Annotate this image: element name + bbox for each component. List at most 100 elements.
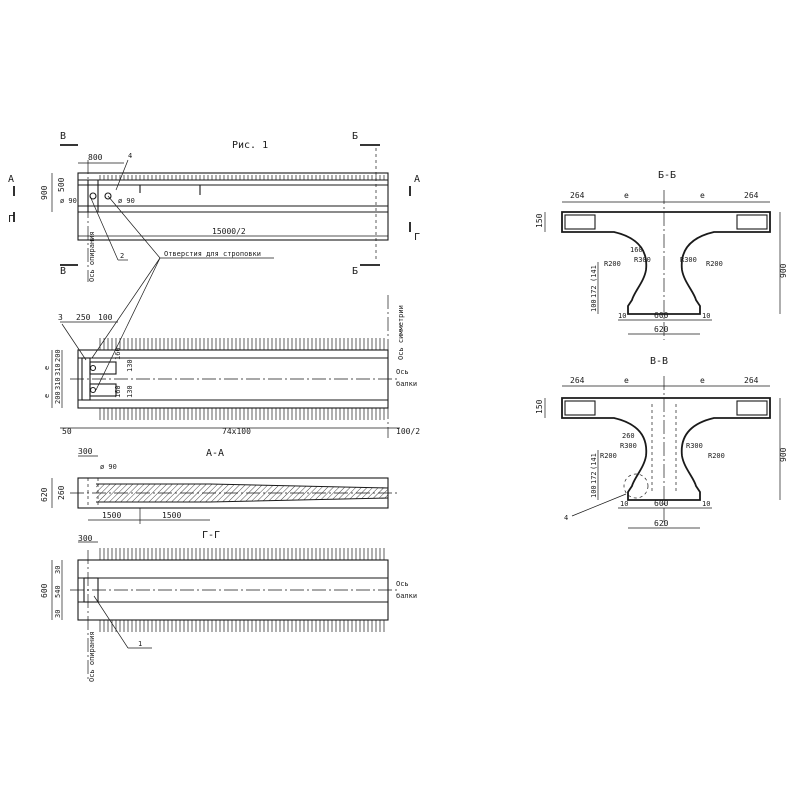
bb-dim-160: 160 [630, 246, 643, 254]
bb-dim-100: 100 [590, 299, 598, 312]
vv-dim-100: 100 [590, 485, 598, 498]
vv-flange-pad-right [736, 400, 768, 416]
vv-dim-600: 600 [654, 499, 669, 508]
callout-2: 2 [120, 252, 124, 260]
holes-leader-2 [91, 257, 161, 359]
section-label-v-bottom: В [60, 266, 66, 277]
vv-r200b: R200 [708, 452, 725, 460]
plan-dim-200b: 200 [54, 391, 62, 404]
bb-dim-e1: e [624, 191, 629, 200]
bb-r300b: R300 [680, 256, 697, 264]
plan-lift-pocket-1 [89, 361, 117, 375]
gg-dim-540: 540 [54, 585, 62, 598]
stirrup-ticks-elevation [99, 175, 385, 180]
section-vv: В-В 264 e e 264 150 260 R300 R300 R200 R… [535, 356, 788, 529]
aa-dim-300: 300 [78, 447, 93, 456]
plan-dim-160a: 160 [114, 347, 122, 360]
aa-dim-1500b: 1500 [162, 511, 181, 520]
gg-dim-300: 300 [78, 534, 93, 543]
bb-dim-10b: 10 [702, 312, 710, 320]
hole-diameter-1: ø 90 [60, 197, 77, 205]
vv-dim-264b: 264 [744, 376, 759, 385]
vv-dim-150: 150 [535, 399, 544, 414]
bb-dim-620: 620 [654, 325, 669, 334]
plan-hole-1 [89, 364, 97, 372]
plan-dim-50: 50 [62, 427, 72, 436]
aa-hatch-border [96, 483, 389, 503]
gg-dim-600: 600 [40, 583, 49, 598]
vv-dim-900: 900 [779, 447, 788, 462]
bb-dim-150: 150 [535, 213, 544, 228]
plan-dim-e2: e [43, 394, 51, 398]
plan-dim-160b: 160 [114, 385, 122, 398]
plan-dim-310a: 310 [54, 363, 62, 376]
dim-500: 500 [57, 177, 66, 192]
section-label-v-top: В [60, 131, 66, 142]
callout-1: 1 [138, 640, 142, 648]
vv-detail-circle [623, 473, 649, 499]
bb-dim-e2: e [700, 191, 705, 200]
symmetry-axis-label: Ось симметрии [397, 305, 405, 360]
section-label-b-top: Б [352, 131, 358, 142]
vv-dim-e1: e [624, 376, 629, 385]
section-gg-title: Г-Г [202, 530, 220, 541]
aa-hole-d: ø 90 [100, 463, 117, 471]
vv-dim-172: 172 [590, 471, 598, 484]
section-aa: А-А 300 ø 90 620 260 1500 1500 [40, 447, 400, 524]
plan-dim-310b: 310 [54, 377, 62, 390]
beam-axis-label-2: балки [396, 380, 417, 388]
plan-dim-e1: e [43, 366, 51, 370]
vv-r300b: R300 [686, 442, 703, 450]
section-label-a-left: А [8, 174, 14, 185]
plan-dim-100: 100 [98, 313, 113, 322]
vv-r200a: R200 [600, 452, 617, 460]
stirrup-ticks-plan-top [99, 338, 385, 350]
vv-dim-e2: e [700, 376, 705, 385]
bb-outline [561, 211, 771, 315]
vv-dim-620: 620 [654, 519, 669, 528]
plan-lift-pocket-2 [89, 383, 117, 397]
stirrup-ticks-plan-bottom [99, 408, 385, 420]
section-label-g-right: Г [414, 232, 420, 243]
section-vv-title: В-В [650, 356, 668, 367]
plan-dim-pitch: 74x100 [222, 427, 251, 436]
stirrup-ticks-gg-bottom [99, 620, 385, 632]
vv-outline [561, 397, 771, 501]
plan-dim-250: 250 [76, 313, 91, 322]
callout-1-leader [93, 595, 129, 649]
section-aa-title: А-А [206, 448, 224, 459]
callout-4-vv: 4 [564, 514, 568, 522]
vv-dim-264a: 264 [570, 376, 585, 385]
vv-dim-10a: 10 [620, 500, 628, 508]
dim-800: 800 [88, 153, 103, 162]
section-gg: Г-Г 300 Ось балки 600 30 540 30 Ось опир… [40, 530, 417, 682]
bb-dim-900: 900 [779, 263, 788, 278]
plan-view: Ось симметрии Ось балки 3 250 100 e e 20… [43, 295, 420, 438]
gg-beam-axis-1: Ось [396, 580, 409, 588]
elevation-view: Рис. 1 В Б В Б А А Г Г [8, 131, 420, 391]
bb-dim-264b: 264 [744, 191, 759, 200]
bb-r200b: R200 [706, 260, 723, 268]
vv-dim-10b: 10 [702, 500, 710, 508]
aa-dim-260: 260 [57, 485, 66, 500]
bb-dim-141: (141 [590, 265, 598, 282]
lifting-hole-2 [104, 192, 112, 200]
holes-leader-3 [95, 257, 161, 391]
gg-support-axis-label: Ось опирания [88, 631, 96, 682]
gg-dim-30b: 30 [54, 610, 62, 618]
vv-r300a: R300 [620, 442, 637, 450]
section-label-g-left: Г [8, 214, 14, 225]
bb-flange-pad-right [736, 214, 768, 230]
section-label-b-bottom: Б [352, 266, 358, 277]
bb-dim-172: 172 [590, 285, 598, 298]
vv-dim-260: 260 [622, 432, 635, 440]
bb-r200a: R200 [604, 260, 621, 268]
plan-dim-130b: 130 [126, 385, 134, 398]
dim-length: 15000/2 [212, 227, 246, 236]
plan-dim-200a: 200 [54, 349, 62, 362]
plan-dim-100-2: 100/2 [396, 427, 420, 436]
support-axis-label: Ось опирания [88, 231, 96, 282]
aa-dim-1500a: 1500 [102, 511, 121, 520]
aa-dim-620: 620 [40, 487, 49, 502]
beam-axis-label-1: Ось [396, 368, 409, 376]
